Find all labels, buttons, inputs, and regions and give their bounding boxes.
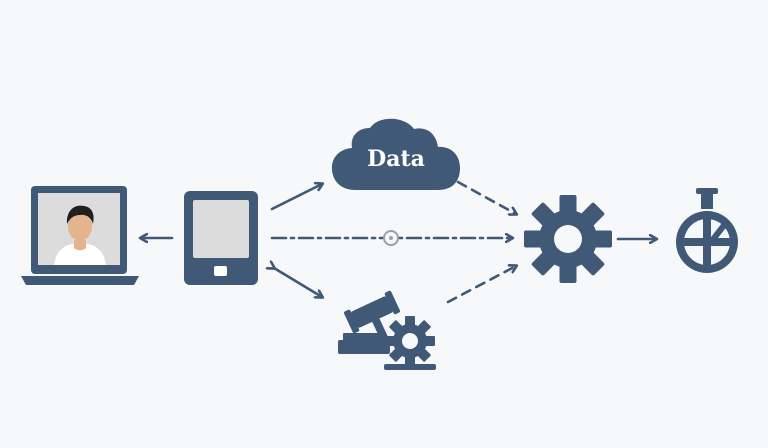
arrow-tablet-to-cloud: [270, 184, 322, 211]
flask-icon: [676, 188, 738, 273]
cloud-label: Data: [367, 146, 425, 172]
arrow-gavel-to-gear: [446, 266, 516, 304]
laptop-user-icon: [21, 186, 139, 285]
gear-icon: [524, 195, 612, 283]
arrow-cloud-to-gear: [456, 180, 516, 214]
arrow-tablet-gavel-bidirectional: [274, 268, 322, 297]
link-node-icon: [383, 230, 399, 246]
cloud-icon: Data: [331, 118, 460, 190]
tablet-icon: [184, 191, 258, 285]
gavel-gear-icon: [338, 290, 436, 370]
